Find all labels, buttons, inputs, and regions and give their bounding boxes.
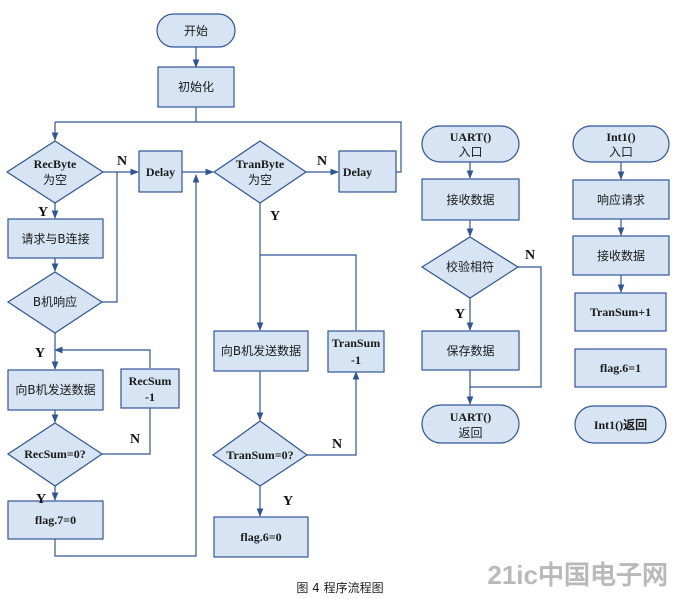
node-transum-dec: TranSum -1 <box>327 330 385 373</box>
node-recsum-dec: RecSum -1 <box>120 368 180 409</box>
node-respond-request-label: 响应请求 <box>597 192 645 207</box>
node-uart-return: UART() 返回 <box>421 404 520 444</box>
branch-transum-y: Y <box>283 494 293 509</box>
node-flag7-label: flag.7=0 <box>35 513 76 527</box>
node-transum-dec-line2: -1 <box>351 353 361 367</box>
figure-caption: 图 4 程序流程图 <box>296 580 383 595</box>
branch-verify-y: Y <box>455 307 465 322</box>
decision-recsum-zero-label: RecSum=0? <box>24 447 86 461</box>
branch-recsum-y: Y <box>36 492 46 507</box>
node-receive-uart-label: 接收数据 <box>446 192 494 207</box>
node-send-to-b-mid: 向B机发送数据 <box>213 330 309 372</box>
node-init: 初始化 <box>157 66 235 108</box>
node-flag7: flag.7=0 <box>7 500 104 540</box>
decision-transum-zero: TranSum=0? <box>211 420 309 487</box>
decision-tranbyte-empty-line2: 为空 <box>248 173 272 187</box>
node-receive-int1-label: 接收数据 <box>597 248 645 263</box>
node-send-to-b-mid-label: 向B机发送数据 <box>221 343 301 358</box>
node-flag6-right: flag.6=1 <box>574 348 667 388</box>
node-request-b: 请求与B连接 <box>7 218 104 259</box>
node-delay-mid: Delay <box>338 150 397 193</box>
branch-labels: N Y N Y Y N Y N Y N Y <box>35 154 535 509</box>
decision-recbyte-empty-line1: RecByte <box>34 157 77 171</box>
node-uart-return-line2: 返回 <box>458 426 482 440</box>
node-transum-inc-label: TranSum+1 <box>590 305 651 319</box>
connectors <box>51 47 625 557</box>
node-recsum-dec-line2: -1 <box>145 390 155 404</box>
branch-verify-n: N <box>525 248 535 263</box>
decision-tranbyte-empty-line1: TranByte <box>236 157 285 171</box>
branch-recbyte-y: Y <box>38 205 48 220</box>
node-respond-request: 响应请求 <box>572 179 670 220</box>
decision-verify-label: 校验相符 <box>446 259 494 274</box>
node-send-to-b-left: 向B机发送数据 <box>7 369 104 411</box>
decision-transum-zero-label: TranSum=0? <box>226 448 293 462</box>
decision-tranbyte-empty: TranByte 为空 <box>212 140 308 204</box>
node-request-b-label: 请求与B连接 <box>21 231 89 246</box>
branch-transum-n: N <box>332 437 342 452</box>
decision-recsum-zero: RecSum=0? <box>6 422 104 487</box>
node-start-label: 开始 <box>184 24 208 38</box>
node-uart-return-line1: UART() <box>450 410 492 424</box>
branch-recbyte-n: N <box>117 154 127 169</box>
node-delay-mid-label: Delay <box>343 165 372 179</box>
node-receive-int1: 接收数据 <box>572 235 670 276</box>
node-uart-entry-line1: UART() <box>450 130 492 144</box>
node-save-data-label: 保存数据 <box>446 343 494 358</box>
decision-verify: 校验相符 <box>420 236 520 299</box>
node-transum-dec-line1: TranSum <box>332 336 380 350</box>
node-init-label: 初始化 <box>178 80 214 94</box>
node-int1-return-label: Int1()返回 <box>594 417 647 432</box>
branch-brespond-y: Y <box>35 346 45 361</box>
node-uart-entry: UART() 入口 <box>421 125 520 163</box>
decision-b-respond: B机响应 <box>6 271 104 334</box>
node-int1-return: Int1()返回 <box>574 405 667 444</box>
node-delay-left: Delay <box>138 150 183 193</box>
node-send-to-b-left-label: 向B机发送数据 <box>15 382 95 397</box>
node-save-data: 保存数据 <box>421 330 520 371</box>
branch-recsum-n: N <box>130 432 140 447</box>
node-int1-entry-line1: Int1() <box>606 130 635 144</box>
decision-b-respond-label: B机响应 <box>33 294 77 309</box>
node-recsum-dec-line1: RecSum <box>129 374 172 388</box>
node-uart-entry-line2: 入口 <box>458 145 482 159</box>
branch-tranbyte-n: N <box>317 154 327 169</box>
node-int1-entry: Int1() 入口 <box>572 125 670 163</box>
node-receive-uart: 接收数据 <box>421 178 520 221</box>
node-flag6-mid: flag.6=0 <box>213 516 309 558</box>
node-delay-left-label: Delay <box>146 165 175 179</box>
watermark-logo: 21ic中国电子网 <box>487 560 668 590</box>
node-start: 开始 <box>156 13 236 48</box>
node-flag6-right-label: flag.6=1 <box>600 361 641 375</box>
decision-recbyte-empty-line2: 为空 <box>43 173 67 187</box>
branch-tranbyte-y: Y <box>270 209 280 224</box>
decision-recbyte-empty: RecByte 为空 <box>5 140 105 204</box>
node-transum-inc: TranSum+1 <box>574 292 667 332</box>
node-int1-entry-line2: 入口 <box>609 145 633 159</box>
node-flag6-mid-label: flag.6=0 <box>240 530 281 544</box>
